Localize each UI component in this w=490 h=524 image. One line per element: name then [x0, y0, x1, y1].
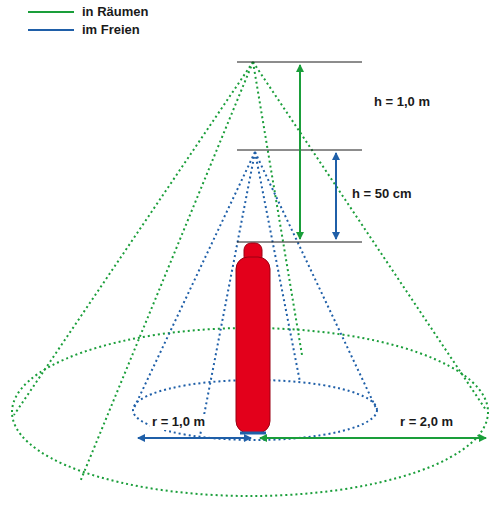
height-dimension: h = 50 cm [350, 186, 414, 202]
legend-line-sample [28, 11, 74, 13]
radius-dimension: r = 2,0 m [398, 414, 455, 430]
gas-cylinder [236, 243, 270, 433]
legend-text: im Freien [82, 22, 140, 37]
radius-dimension: r = 1,0 m [150, 414, 207, 430]
legend-line-sample [28, 29, 74, 31]
height-dimension: h = 1,0 m [372, 94, 432, 110]
legend-text: in Räumen [82, 4, 148, 19]
legend-row: im Freien [28, 22, 140, 37]
legend-row: in Räumen [28, 4, 148, 19]
